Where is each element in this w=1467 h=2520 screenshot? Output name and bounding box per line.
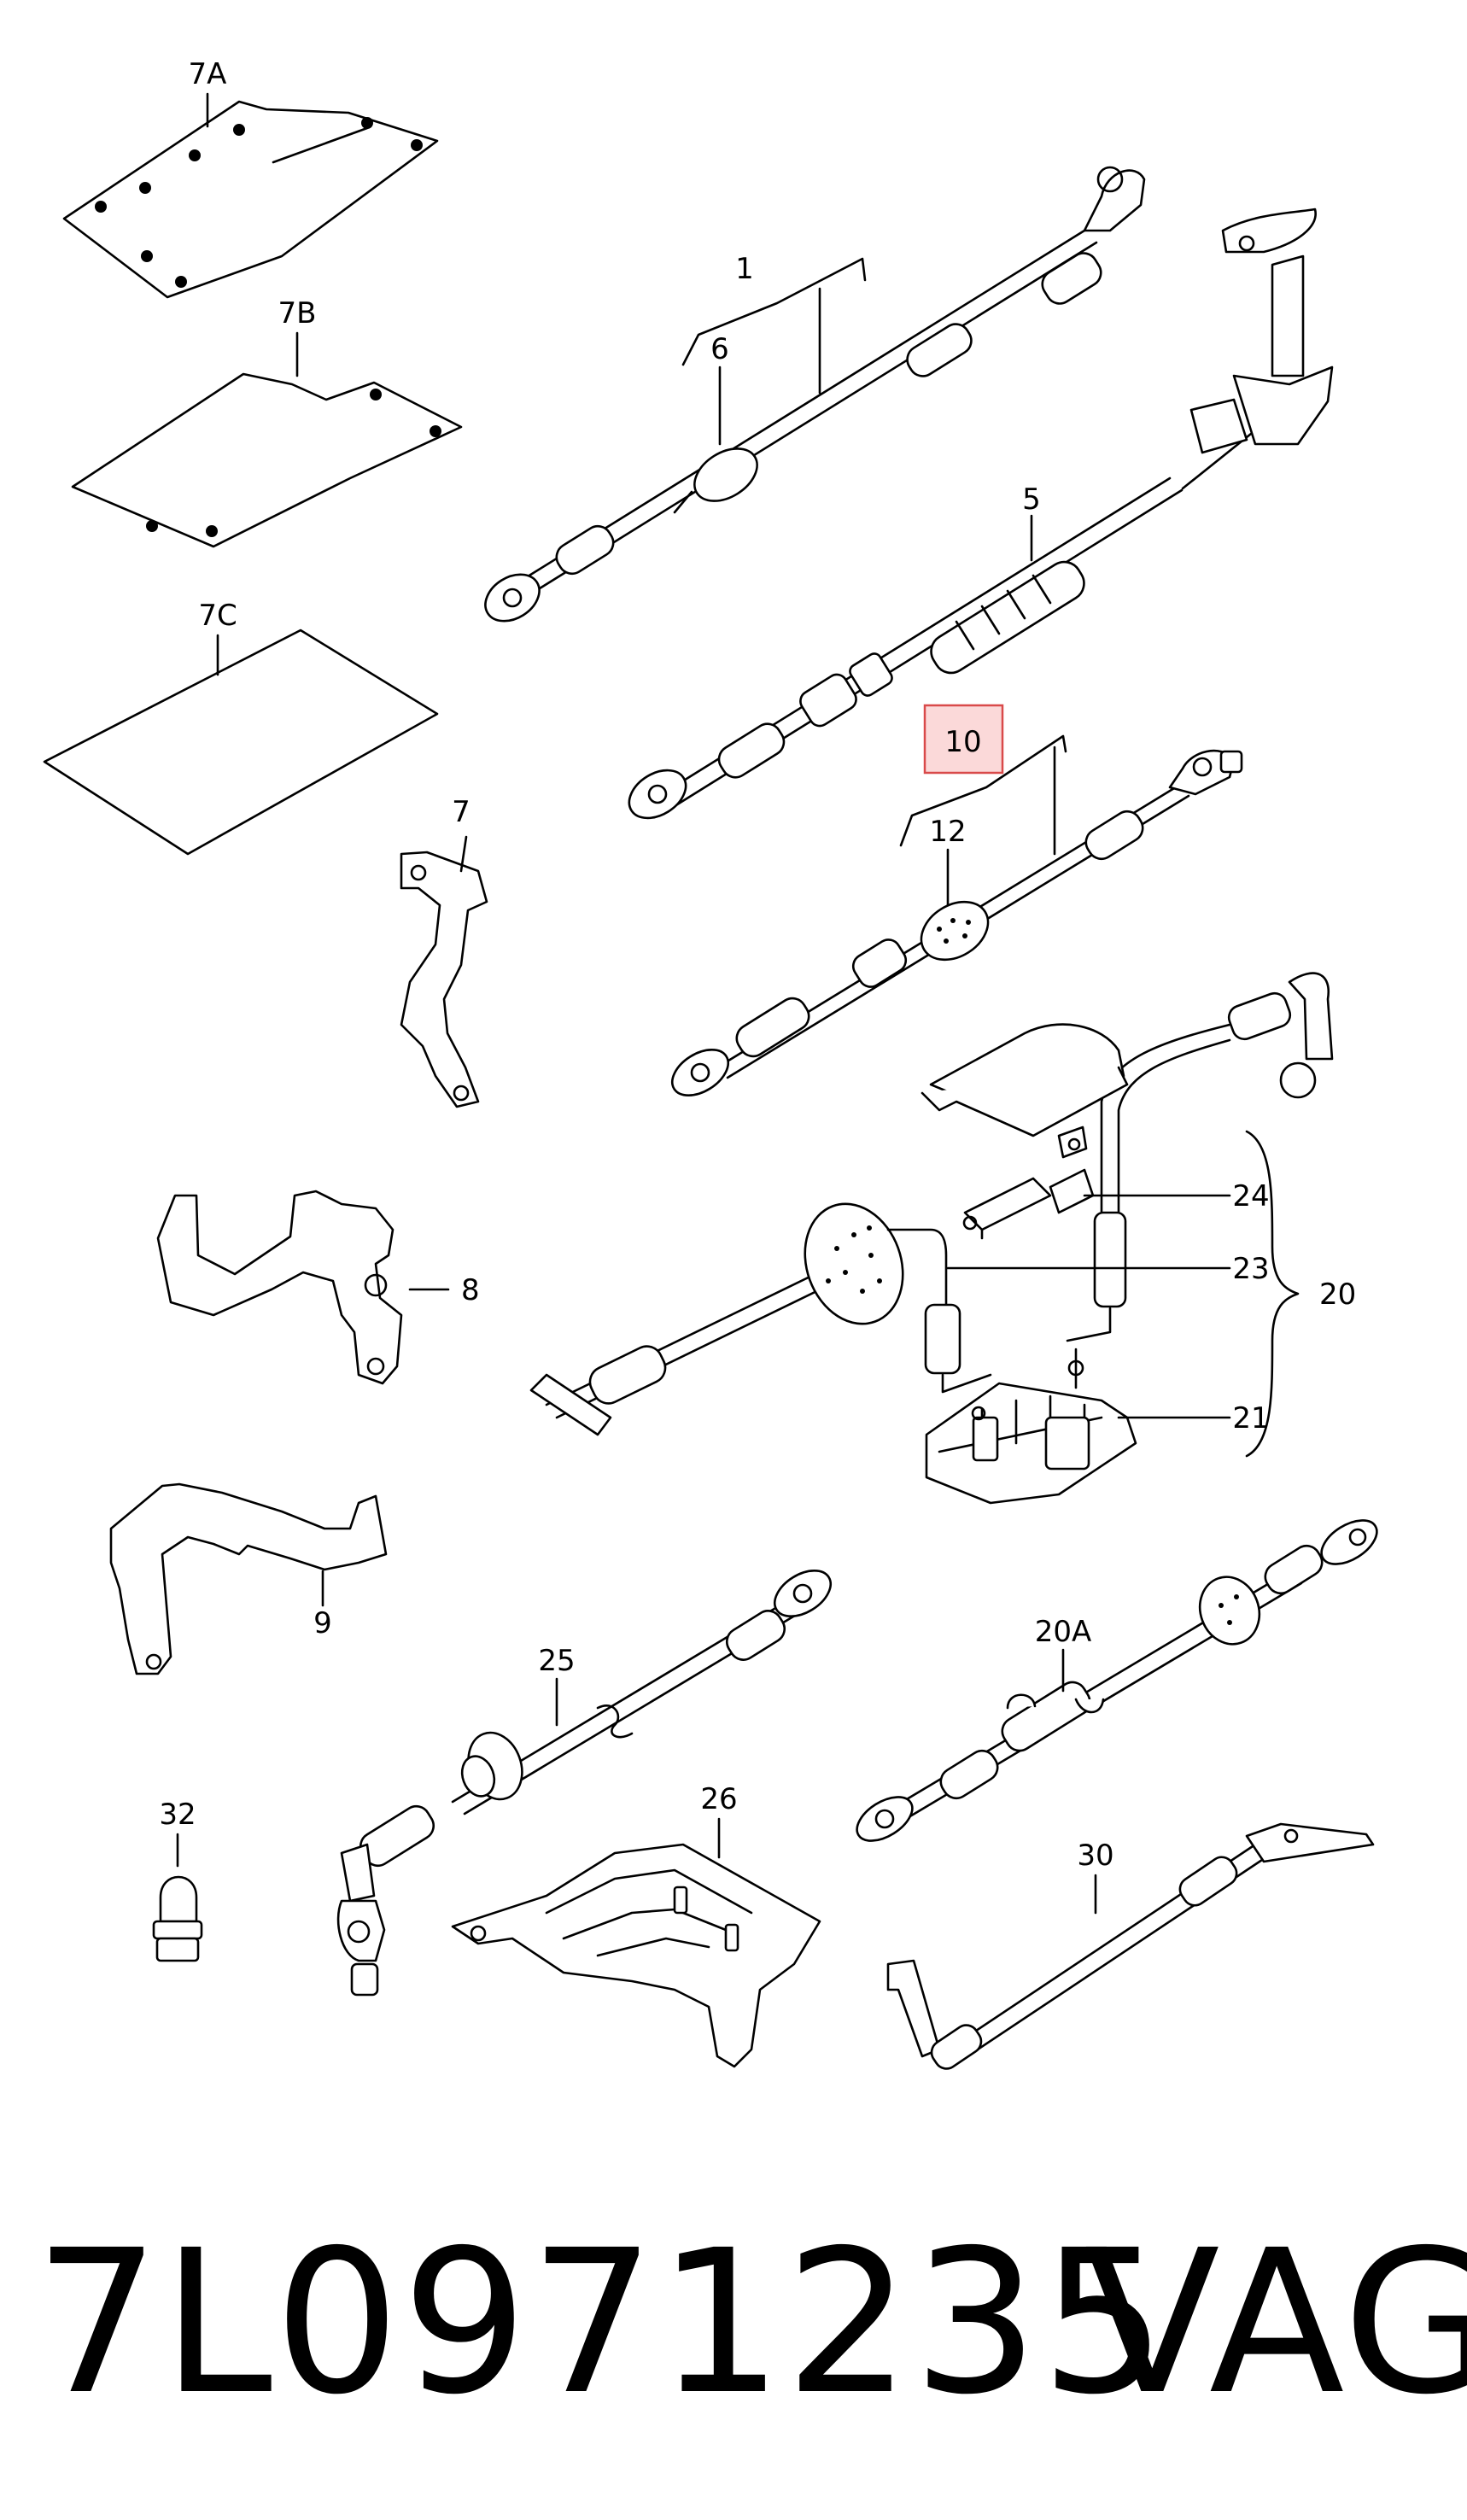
brand-text: VAG: [1084, 2207, 1467, 2438]
label-21: 21: [1232, 1401, 1269, 1435]
part-8-bracket[interactable]: [156, 1190, 450, 1385]
part-30-ground-cable[interactable]: [886, 1822, 1375, 2073]
label-26: 26: [700, 1782, 737, 1816]
label-8: 8: [461, 1273, 480, 1307]
label-24: 24: [1232, 1179, 1269, 1213]
label-30: 30: [1077, 1839, 1113, 1873]
label-10: 10: [944, 725, 981, 759]
part-12-battery-cable[interactable]: [664, 749, 1243, 1105]
part-20a-cable[interactable]: [850, 1511, 1384, 1850]
label-23: 23: [1232, 1252, 1269, 1286]
label-12: 12: [929, 815, 966, 849]
label-1: 1: [735, 252, 754, 286]
part-7c-plate[interactable]: [43, 629, 439, 856]
part-20-cable-assembly[interactable]: [529, 972, 1334, 1505]
part-9-bracket[interactable]: [109, 1482, 388, 1675]
part-7a-plate[interactable]: [62, 92, 439, 299]
highlight-part-10[interactable]: [923, 704, 1004, 775]
label-7a: 7A: [189, 57, 227, 91]
label-6: 6: [710, 332, 729, 366]
label-20a: 20A: [1035, 1615, 1092, 1649]
part-7-bracket[interactable]: [400, 835, 488, 1108]
label-5: 5: [1022, 482, 1041, 517]
label-9: 9: [313, 1606, 332, 1640]
part-26-battery-tray[interactable]: [451, 1817, 821, 2068]
part-7b-plate[interactable]: [71, 331, 463, 548]
label-25: 25: [538, 1644, 575, 1678]
label-20: 20: [1319, 1278, 1356, 1312]
label-32: 32: [159, 1798, 196, 1832]
part-25-battery-cable[interactable]: [336, 1561, 839, 1997]
part-number-text: 7L0971235: [34, 2207, 1168, 2438]
part-32-nut[interactable]: [152, 1833, 203, 1962]
part-5-cable-with-fuse[interactable]: [621, 208, 1334, 827]
label-7: 7: [452, 795, 470, 829]
label-7c: 7C: [198, 599, 237, 633]
part-1-battery-cable[interactable]: [476, 166, 1146, 630]
label-7b: 7B: [278, 296, 317, 330]
